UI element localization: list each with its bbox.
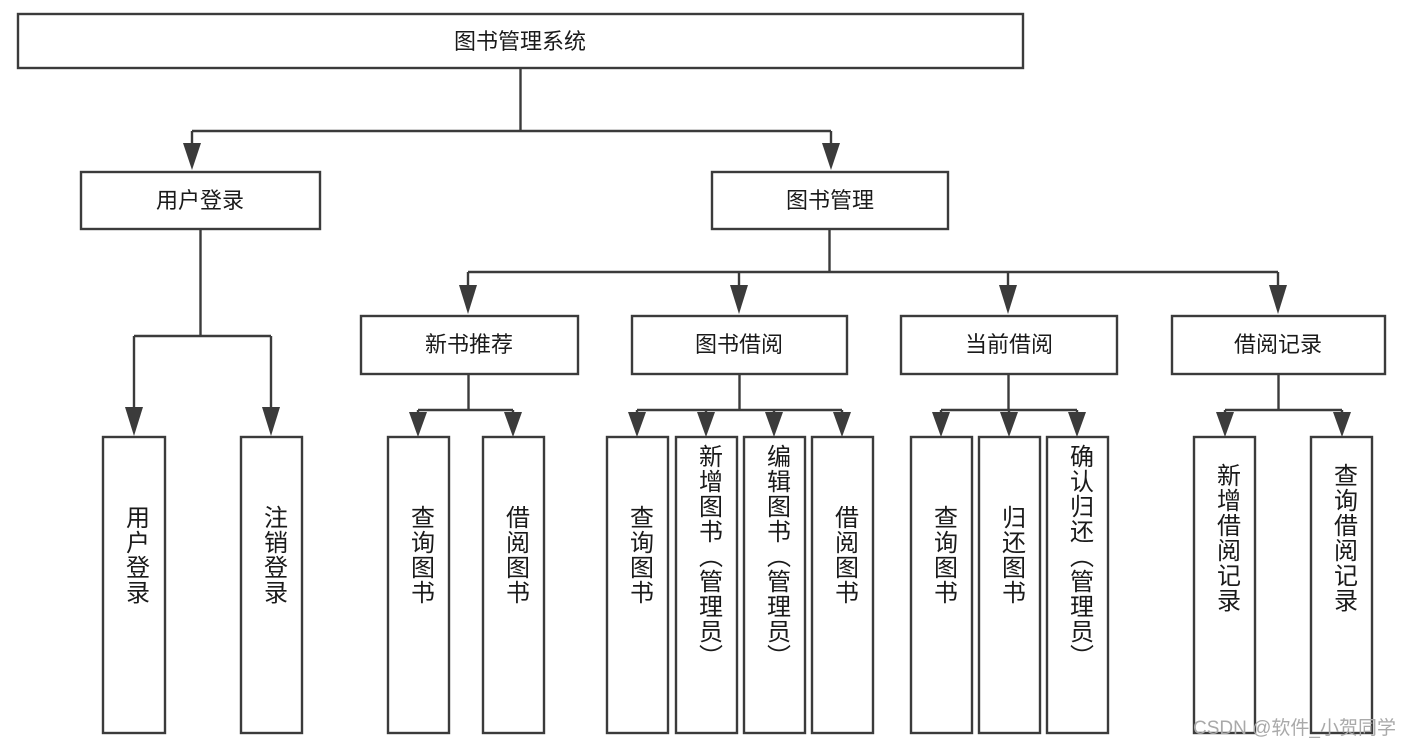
node-root-book-management-system[interactable]	[16, 12, 1025, 70]
arrowhead-bb-b2	[697, 412, 715, 437]
connector-group-book-borrow	[628, 374, 851, 437]
label-book-borrow: 图书借阅	[695, 332, 783, 357]
arrowhead-cb-b2	[1000, 412, 1018, 437]
label-root: 图书管理系统	[454, 29, 586, 54]
arrowhead-cb-b3	[1068, 412, 1086, 437]
node-current-borrow[interactable]	[899, 314, 1119, 376]
arrowhead-bb-b3	[765, 412, 783, 437]
label-current-borrow: 当前借阅	[965, 332, 1053, 357]
connector-group-book-manage	[459, 229, 1287, 314]
node-book-manage[interactable]	[710, 170, 950, 231]
arrowhead-bm-to-book-borrow	[730, 285, 748, 314]
node-new-book-recommend[interactable]	[359, 314, 580, 376]
node-leaf-logout[interactable]	[239, 435, 304, 735]
node-borrow-record[interactable]	[1170, 314, 1387, 376]
arrowhead-bb-b4	[833, 412, 851, 437]
node-leaf-add-book[interactable]	[674, 435, 739, 735]
node-leaf-borrow-book-2[interactable]	[810, 435, 875, 735]
label-book-manage: 图书管理	[786, 188, 874, 213]
connector-group-borrow-record	[1216, 374, 1351, 437]
arrowhead-bb-b1	[628, 412, 646, 437]
node-leaf-query-book-2[interactable]	[605, 435, 670, 735]
arrowhead-br-b2	[1333, 412, 1351, 437]
node-book-borrow[interactable]	[630, 314, 849, 376]
arrowhead-nbr-b1	[409, 412, 427, 437]
node-leaf-confirm-return[interactable]	[1045, 435, 1110, 735]
node-user-login[interactable]	[79, 170, 322, 231]
node-leaf-return-book[interactable]	[977, 435, 1042, 735]
arrowhead-br-b1	[1216, 412, 1234, 437]
arrowhead-nbr-b2	[504, 412, 522, 437]
arrowhead-user-login-b2	[262, 407, 280, 436]
label-user-login: 用户登录	[156, 188, 244, 213]
node-leaf-edit-book[interactable]	[742, 435, 807, 735]
node-leaf-query-record[interactable]	[1309, 435, 1374, 735]
arrowhead-user-login-b1	[125, 407, 143, 436]
arrowhead-bm-to-borrow-record	[1269, 285, 1287, 314]
node-leaf-add-record[interactable]	[1192, 435, 1257, 735]
connector-group-root	[183, 68, 840, 170]
node-leaf-query-book-3[interactable]	[909, 435, 974, 735]
arrowhead-root-to-user-login	[183, 143, 201, 170]
node-leaf-user-login[interactable]	[101, 435, 167, 735]
label-borrow-record: 借阅记录	[1234, 332, 1322, 357]
arrowhead-bm-to-current-borrow	[999, 285, 1017, 314]
label-new-book-recommend: 新书推荐	[425, 332, 513, 357]
connector-group-current-borrow	[932, 374, 1086, 437]
arrowhead-bm-to-new-book	[459, 285, 477, 314]
arrowhead-root-to-book-manage	[822, 143, 840, 170]
connector-group-new-book-rec	[409, 374, 522, 437]
watermark-text: CSDN @软件_小贺同学	[1193, 718, 1396, 739]
connector-group-user-login	[125, 229, 280, 436]
node-leaf-query-book-1[interactable]	[386, 435, 451, 735]
arrowhead-cb-b1	[932, 412, 950, 437]
node-leaf-borrow-book-1[interactable]	[481, 435, 546, 735]
